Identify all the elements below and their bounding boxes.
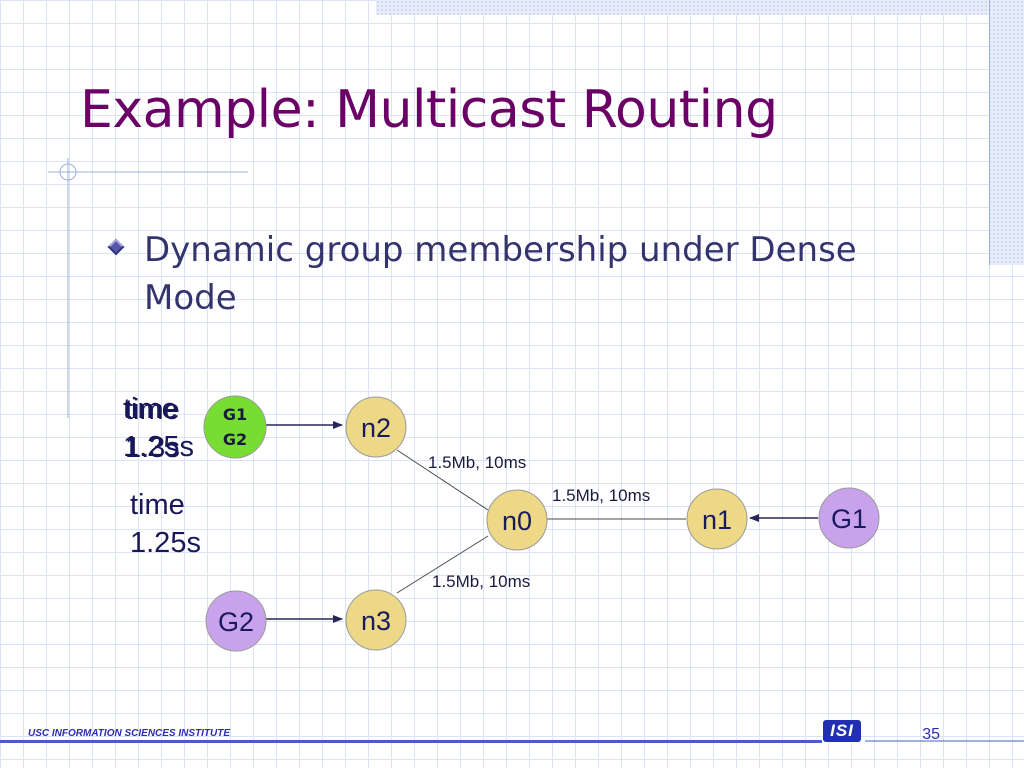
node-g1: G1 [818, 487, 880, 549]
node-g1g2-label-g1: G1 [223, 405, 247, 424]
node-n1-circle [686, 488, 748, 550]
time-label-overlap-2: time 1.3s [125, 391, 180, 467]
time-label-overlap: time 1.25s [123, 390, 194, 466]
bullet-item: Dynamic group membership under Dense Mod… [107, 226, 870, 322]
time-label-value: 1.25s [130, 527, 201, 559]
link-label-n2-n0: 1.5Mb, 10ms [428, 453, 526, 472]
slide-title: Example: Multicast Routing [80, 80, 778, 140]
node-g2-label: G2 [218, 607, 254, 637]
node-n2: n2 [345, 396, 407, 458]
node-n2-circle [345, 396, 407, 458]
node-n3-label: n3 [361, 606, 391, 636]
page-number: 35 [922, 726, 940, 743]
node-n1-label: n1 [702, 505, 732, 535]
right-dot-band [990, 0, 1024, 265]
time-label-overlap-value-a: 1.25s [123, 431, 194, 463]
time-label-overlap-line1: time [123, 393, 178, 425]
time-label: time 1.25s [130, 486, 201, 562]
node-g1-label: G1 [831, 504, 867, 534]
time-label-line1: time [130, 489, 185, 521]
bullet-text: Dynamic group membership under Dense Mod… [144, 230, 857, 318]
time-label-overlap-value-b: 1.3s [125, 432, 180, 464]
node-g1g2-circle [203, 395, 267, 459]
node-g2-circle [205, 590, 267, 652]
diamond-bullet-icon [107, 238, 125, 256]
link-label-n3-n0: 1.5Mb, 10ms [432, 572, 530, 591]
node-n3: n3 [345, 589, 407, 651]
node-n3-circle [345, 589, 407, 651]
crosshair-ornament [59, 163, 77, 181]
node-n0-circle [486, 489, 548, 551]
link-n2-n0 [396, 449, 489, 511]
link-n3-n0 [396, 535, 489, 594]
node-n0-label: n0 [502, 506, 532, 536]
footer-bar [0, 740, 822, 743]
node-g1g2-label-g2: G2 [223, 430, 247, 449]
footer-institute: USC INFORMATION SCIENCES INSTITUTE [28, 728, 231, 739]
isi-logo: ISI [823, 720, 861, 742]
link-label-n0-n1: 1.5Mb, 10ms [552, 486, 650, 505]
node-g1g2: G1 G2 [203, 395, 267, 459]
node-g2: G2 [205, 590, 267, 652]
node-n0: n0 [486, 489, 548, 551]
node-n1: n1 [686, 488, 748, 550]
node-n2-label: n2 [361, 413, 391, 443]
node-g1-circle [818, 487, 880, 549]
header-dot-band [376, 0, 1024, 15]
time-label-overlap-2-line1: time [125, 394, 180, 426]
